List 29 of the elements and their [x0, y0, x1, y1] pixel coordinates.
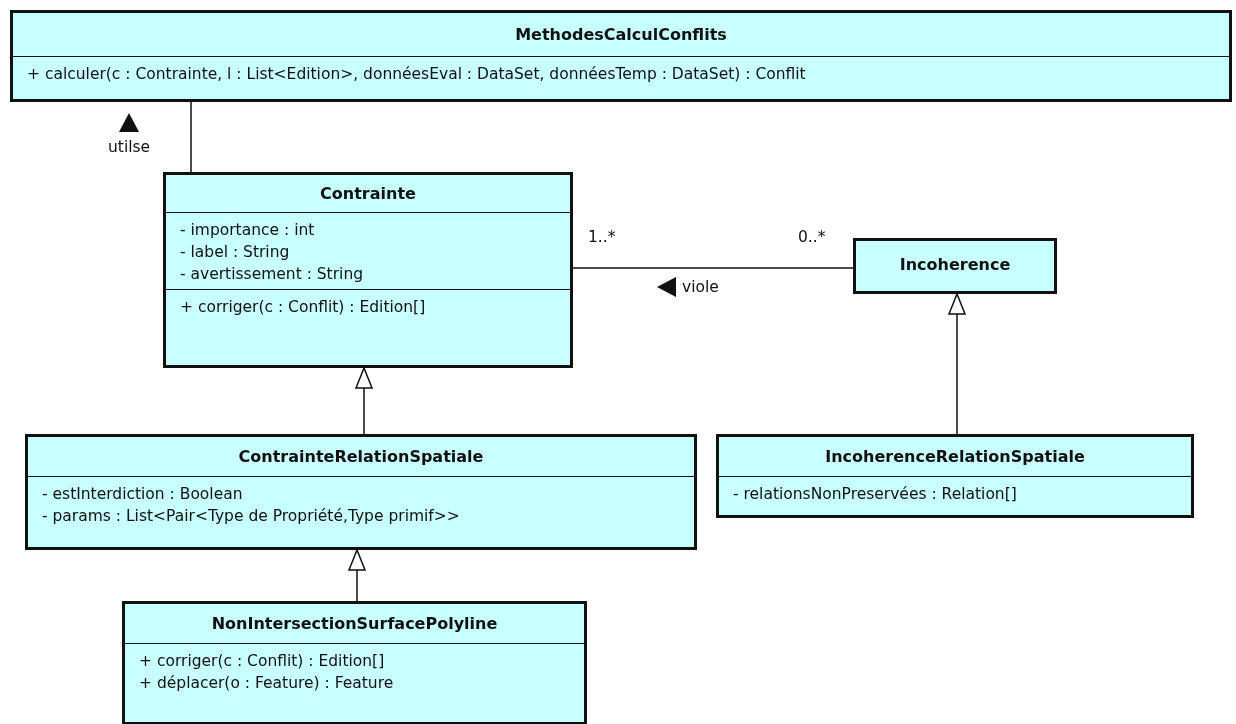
inheritance-arrow — [948, 293, 966, 435]
class-name: NonIntersectionSurfacePolyline — [211, 614, 498, 633]
inheritance-arrow — [355, 367, 373, 435]
class-name: IncoherenceRelationSpatiale — [825, 447, 1085, 466]
member-text: + déplacer(o : Feature) : Feature — [139, 673, 395, 694]
member-text: + corriger(c : Conflit) : Edition[] — [139, 651, 386, 672]
inheritance-arrow — [348, 549, 366, 602]
member-text: - relationsNonPreservées : Relation[] — [733, 484, 1018, 505]
class-box — [163, 172, 573, 368]
class-name: ContrainteRelationSpatiale — [238, 447, 484, 466]
multiplicity-label: 1..* — [588, 228, 616, 246]
association-line — [190, 101, 192, 173]
member-text: - avertissement : String — [180, 264, 365, 285]
association-line — [572, 267, 854, 269]
member-text: + calculer(c : Contrainte, l : List<Edition>, donnéesEval : DataSet, donnéesTemp : DataSet) : Conflit — [27, 64, 807, 85]
class-box — [25, 434, 697, 550]
class-box — [853, 238, 1057, 294]
class-name: Contrainte — [320, 184, 416, 203]
member-text: - params : List<Pair<Type de Propriété,Type primif>> — [42, 506, 461, 527]
class-name: Incoherence — [899, 255, 1011, 274]
member-text: + corriger(c : Conflit) : Edition[] — [180, 297, 427, 318]
multiplicity-label: 0..* — [798, 228, 826, 246]
class-name: MethodesCalculConflits — [515, 25, 727, 44]
member-text: - label : String — [180, 242, 291, 263]
class-box — [10, 10, 1232, 102]
class-box — [122, 601, 587, 724]
member-text: - importance : int — [180, 220, 316, 241]
class-box — [716, 434, 1194, 518]
member-text: - estInterdiction : Boolean — [42, 484, 244, 505]
